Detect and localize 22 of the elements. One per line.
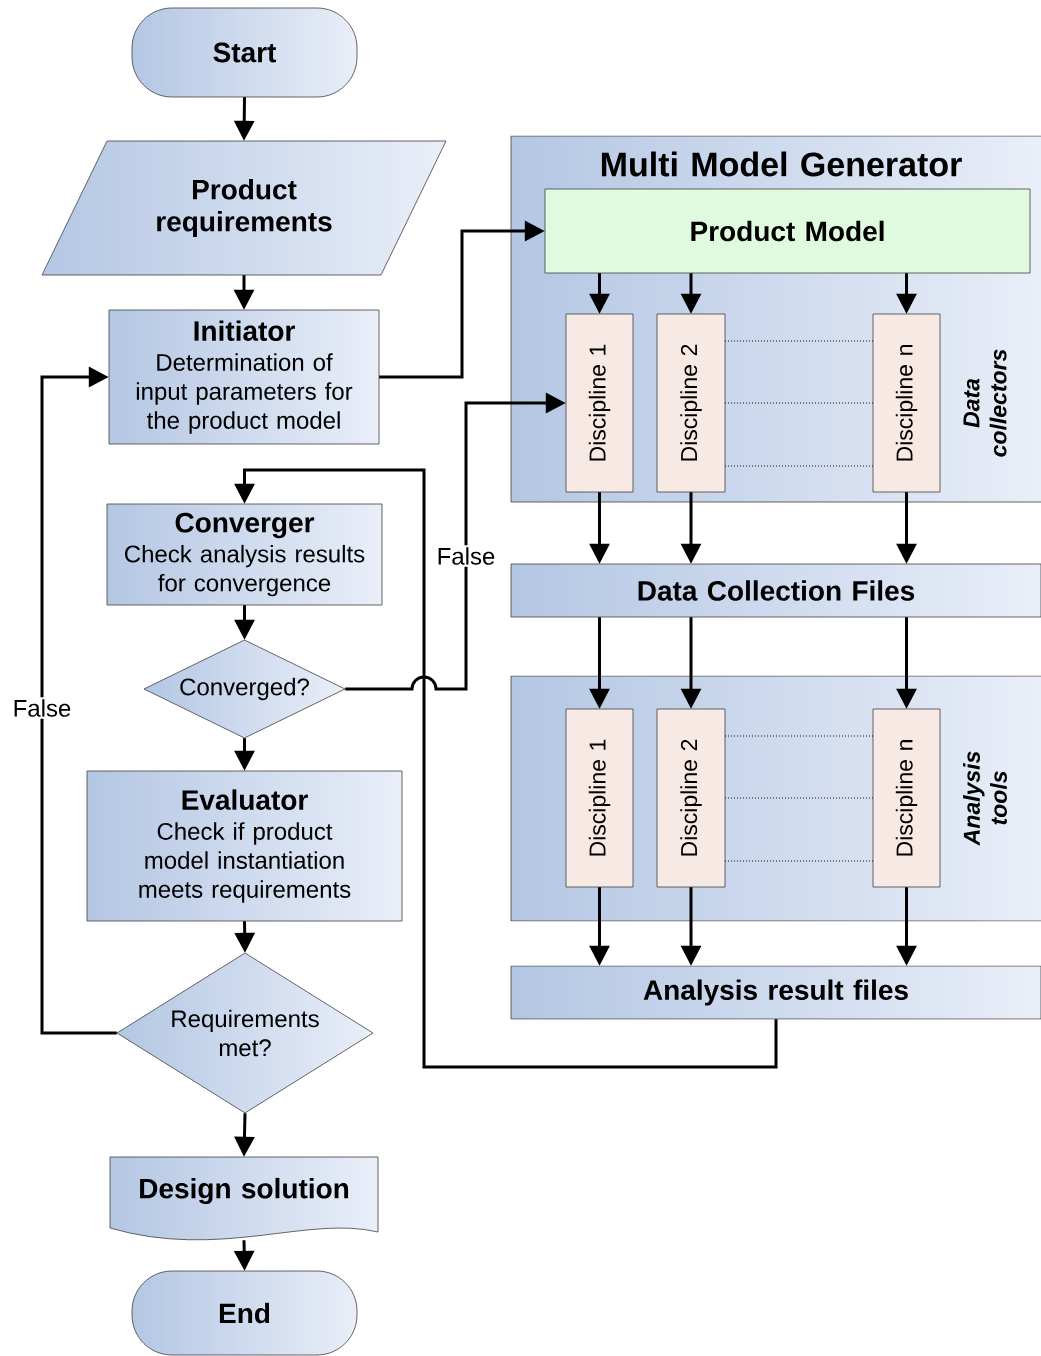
- edge-label: False: [434, 545, 498, 567]
- discipline-box: Discipline 1: [565, 313, 634, 493]
- discipline-box: Discipline 2: [656, 708, 726, 888]
- dotted-line: [724, 465, 874, 467]
- discipline-box: Discipline n: [872, 313, 941, 493]
- dotted-line: [724, 735, 874, 737]
- discipline-box: Discipline 1: [565, 708, 634, 888]
- process-box: Converger Check analysis results for convergence: [106, 503, 383, 606]
- dotted-line: [724, 797, 874, 799]
- dotted-line: [724, 860, 874, 862]
- file-bar: Data Collection Files: [510, 563, 1041, 618]
- process-box: Initiator Determination of input parameters for the product model: [108, 309, 380, 445]
- process-box: Evaluator Check if product model instantiation meets requirements: [86, 770, 403, 922]
- input-parallelogram: Product requirements: [41, 140, 447, 276]
- edge-label: False: [10, 697, 74, 719]
- dotted-line: [724, 402, 874, 404]
- dotted-line: [724, 340, 874, 342]
- model-box: Product Model: [544, 188, 1031, 274]
- discipline-box: Discipline 2: [656, 313, 726, 493]
- file-bar: Analysis result files: [510, 965, 1041, 1020]
- discipline-box: Discipline n: [872, 708, 941, 888]
- arrow: [40, 366, 117, 1035]
